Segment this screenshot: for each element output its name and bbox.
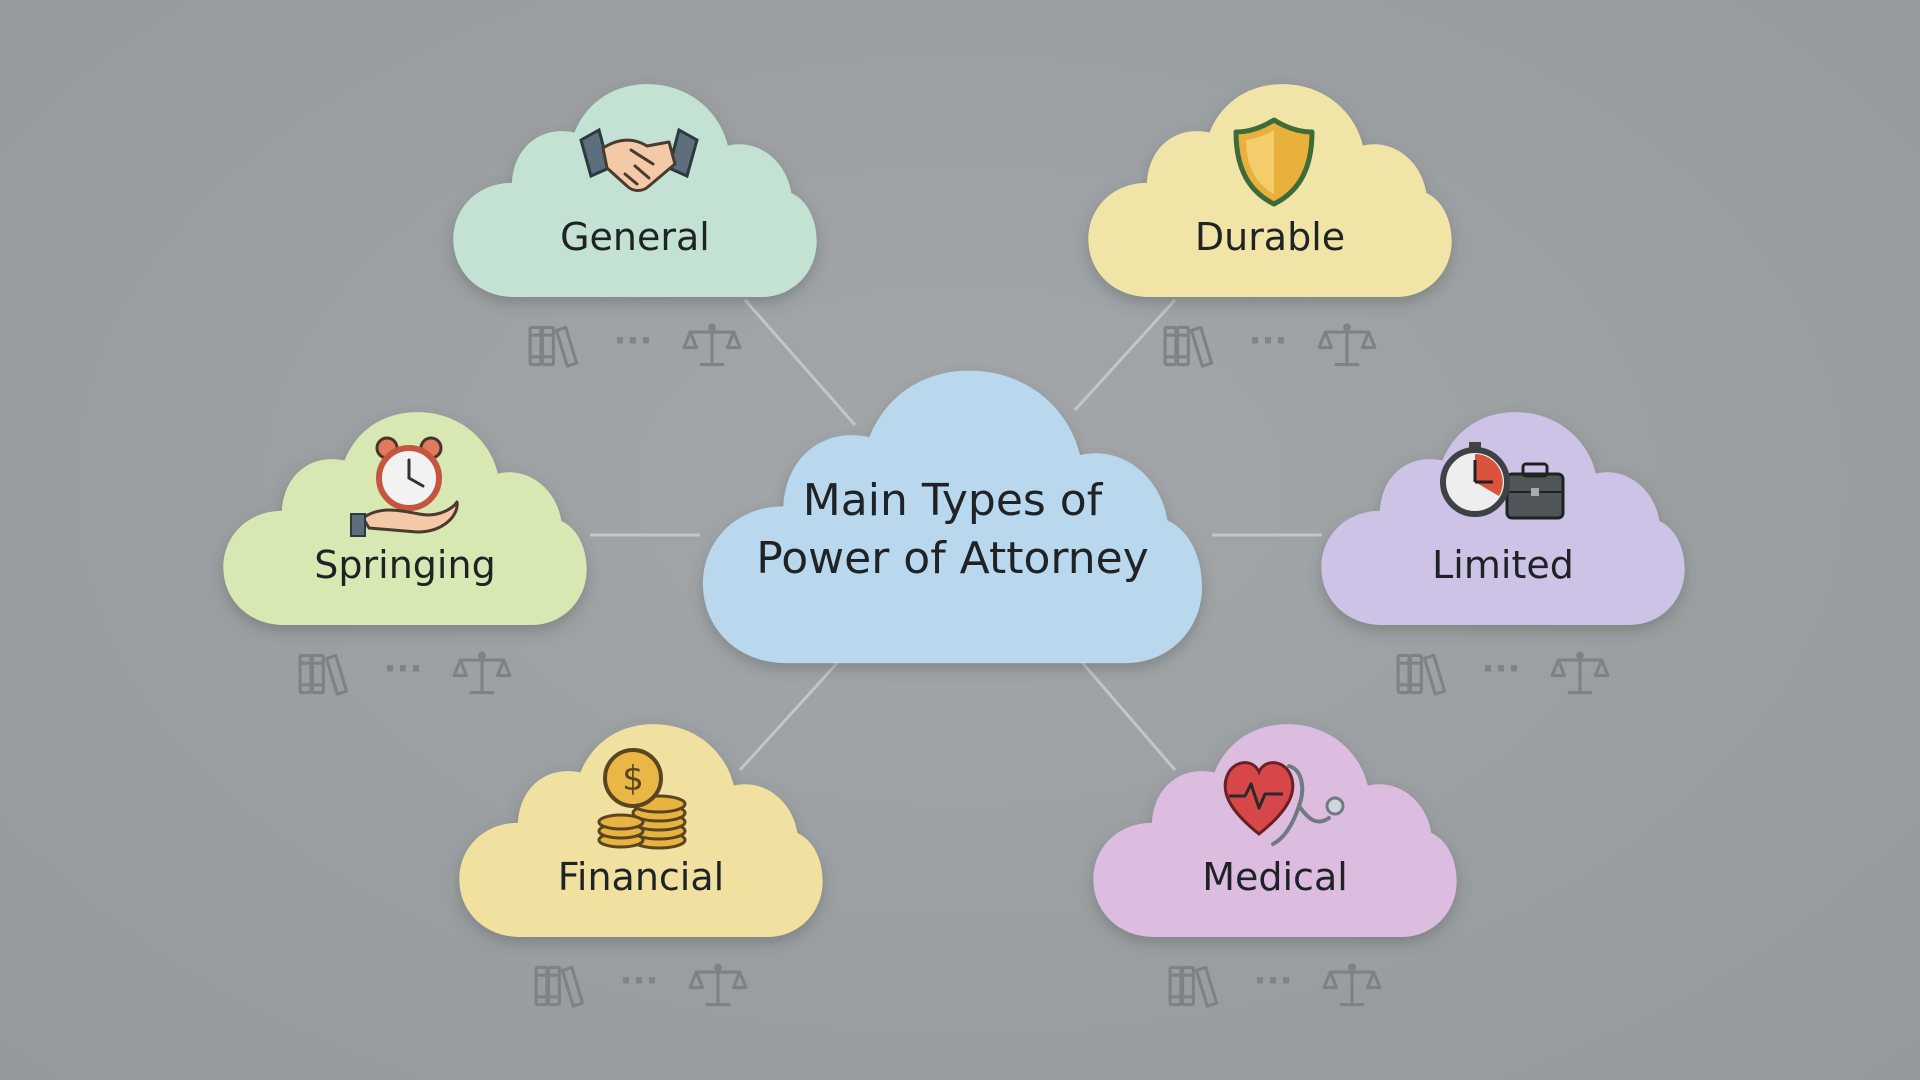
node-footer-medical: ··· <box>1168 961 1382 1008</box>
node-footer-financial: ··· <box>534 961 748 1008</box>
scales-of-justice-icon <box>688 963 748 1007</box>
footer-separator: ··· <box>1482 649 1521 689</box>
center-title-line1: Main Types of <box>803 475 1104 526</box>
node-springing[interactable]: Springing ··· <box>223 412 587 696</box>
scales-of-justice-icon <box>682 323 742 367</box>
footer-separator: ··· <box>620 961 659 1001</box>
scales-of-justice-icon <box>452 651 512 695</box>
handshake-icon <box>579 127 699 192</box>
books-icon <box>1396 653 1447 696</box>
node-footer-limited: ··· <box>1396 649 1610 696</box>
node-durable[interactable]: Durable ··· <box>1088 84 1452 368</box>
footer-separator: ··· <box>1249 321 1288 361</box>
node-label-limited: Limited <box>1432 543 1574 587</box>
footer-separator: ··· <box>384 649 423 689</box>
node-financial[interactable]: $ Financial ··· <box>459 724 823 1008</box>
cloud-limited <box>1321 412 1685 625</box>
cloud-medical <box>1093 724 1457 937</box>
books-icon <box>1168 965 1219 1008</box>
scales-of-justice-icon <box>1550 651 1610 695</box>
node-footer-general: ··· <box>528 321 742 368</box>
connectors <box>590 298 1322 772</box>
svg-text:$: $ <box>622 759 644 799</box>
books-icon <box>1163 325 1214 368</box>
footer-separator: ··· <box>1254 961 1293 1001</box>
node-label-medical: Medical <box>1202 855 1348 899</box>
connector-medical <box>1078 659 1177 771</box>
alarm-clock-hand-icon <box>350 436 459 537</box>
center-title-line2: Power of Attorney <box>756 533 1148 584</box>
node-medical[interactable]: Medical ··· <box>1093 724 1457 1008</box>
books-icon <box>534 965 585 1008</box>
node-footer-springing: ··· <box>298 649 512 696</box>
shield-icon <box>1233 117 1315 207</box>
node-general[interactable]: General ··· <box>453 84 817 368</box>
nodes-layer: General ··· Durable ··· Springing ··· Limited ·… <box>223 84 1685 1008</box>
node-label-durable: Durable <box>1195 215 1345 259</box>
dollar-coins-icon: $ <box>597 748 687 850</box>
heart-stethoscope-icon <box>1223 761 1345 846</box>
node-footer-durable: ··· <box>1163 321 1377 368</box>
node-label-financial: Financial <box>558 855 724 899</box>
node-limited[interactable]: Limited ··· <box>1321 412 1685 696</box>
scales-of-justice-icon <box>1322 963 1382 1007</box>
connector-durable <box>1073 298 1177 412</box>
connector-general <box>743 299 857 426</box>
books-icon <box>528 325 579 368</box>
connector-financial <box>738 658 842 772</box>
stopwatch-briefcase-icon <box>1440 442 1565 520</box>
center-node: Main Types of Power of Attorney <box>702 370 1203 664</box>
scales-of-justice-icon <box>1317 323 1377 367</box>
books-icon <box>298 653 349 696</box>
footer-separator: ··· <box>614 321 653 361</box>
node-label-springing: Springing <box>314 543 495 587</box>
node-label-general: General <box>560 215 710 259</box>
